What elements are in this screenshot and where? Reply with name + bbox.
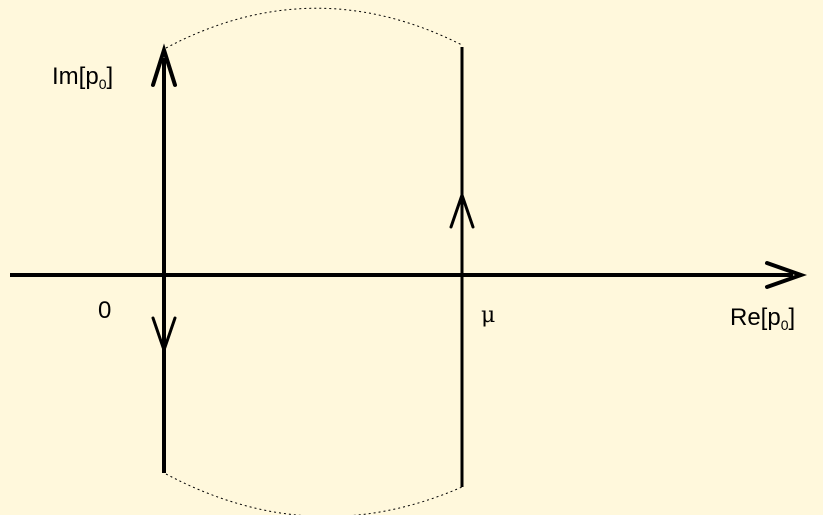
upward-contour-arrow (449, 190, 475, 229)
imaginary-axis-label: Im[p0] (52, 63, 114, 92)
downward-contour-arrow (151, 316, 177, 355)
origin-label: 0 (98, 297, 112, 324)
lower-dotted-arc (165, 473, 463, 515)
real-axis-arrowhead (765, 261, 808, 289)
upper-dotted-arc (165, 7, 463, 49)
mu-label: μ (481, 303, 496, 328)
real-axis-label: Re[p0] (730, 304, 796, 333)
imaginary-axis-arrowhead (151, 43, 177, 87)
